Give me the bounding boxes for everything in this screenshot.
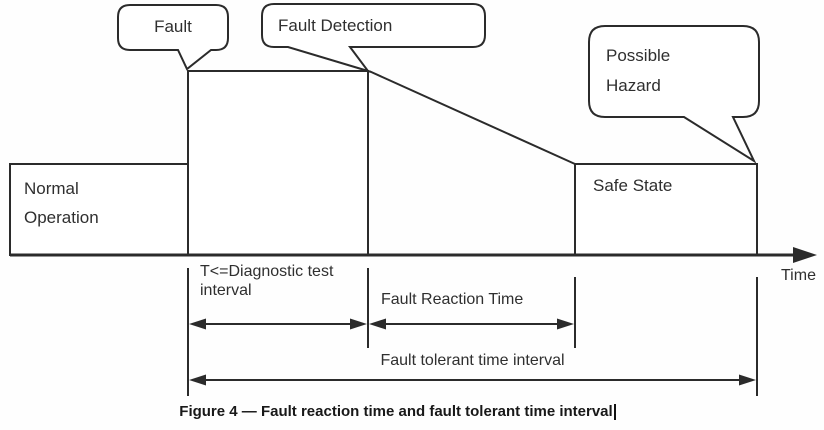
arrowhead-left-icon (189, 318, 206, 330)
possible-hazard-callout-bubble (588, 25, 760, 164)
time-axis-arrowhead-icon (793, 247, 817, 263)
time-axis-label: Time (781, 267, 816, 284)
fault-detection-callout-bubble (261, 3, 486, 73)
state-boxes (9, 70, 758, 256)
fault-callout-bubble (117, 4, 229, 71)
diagnostic-test-interval-label: T<=Diagnostic test interval (200, 263, 334, 299)
fault-callout-label: Fault (154, 17, 192, 36)
dimension-extension-lines (187, 268, 758, 396)
possible-hazard-callout-label: Possible Hazard (606, 46, 671, 95)
fault-detection-callout-label: Fault Detection (278, 16, 393, 35)
fault-reaction-arrow (369, 318, 574, 330)
text-cursor (613, 404, 616, 420)
arrowhead-right-icon (739, 374, 756, 386)
callout-bubbles (117, 3, 760, 164)
diagnostic-interval-arrow (189, 318, 367, 330)
fault-tolerant-arrow (189, 374, 756, 386)
figure-caption-text: Figure 4 — Fault reaction time and fault… (179, 403, 613, 420)
normal-operation-box (9, 163, 189, 256)
arrowhead-left-icon (189, 374, 206, 386)
arrowhead-right-icon (350, 318, 367, 330)
fault-reaction-time-label: Fault Reaction Time (381, 291, 524, 308)
normal-operation-label: Normal Operation (24, 179, 99, 227)
transition-diagonal-line (368, 70, 576, 165)
fault-tolerant-time-interval-label: Fault tolerant time interval (380, 352, 565, 369)
arrowhead-left-icon (369, 318, 386, 330)
fault-interval-box (187, 70, 369, 256)
safe-state-box (574, 163, 758, 256)
figure-caption: Figure 4 — Fault reaction time and fault… (0, 403, 795, 420)
arrowhead-right-icon (557, 318, 574, 330)
safe-state-label: Safe State (593, 176, 673, 195)
time-axis (10, 247, 817, 263)
